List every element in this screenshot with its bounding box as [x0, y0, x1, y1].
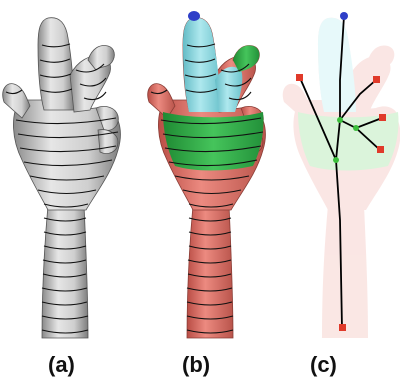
- caption-b: (b): [182, 352, 210, 378]
- panel-c-skeleton: [283, 12, 400, 338]
- caption-a: (a): [48, 352, 75, 378]
- panel-a-gray-hand: [3, 18, 121, 338]
- fingertip-marker: [188, 11, 200, 21]
- caption-c: (c): [310, 352, 337, 378]
- index-finger-segment: [183, 18, 221, 112]
- panel-b-segmented-hand: [148, 11, 266, 338]
